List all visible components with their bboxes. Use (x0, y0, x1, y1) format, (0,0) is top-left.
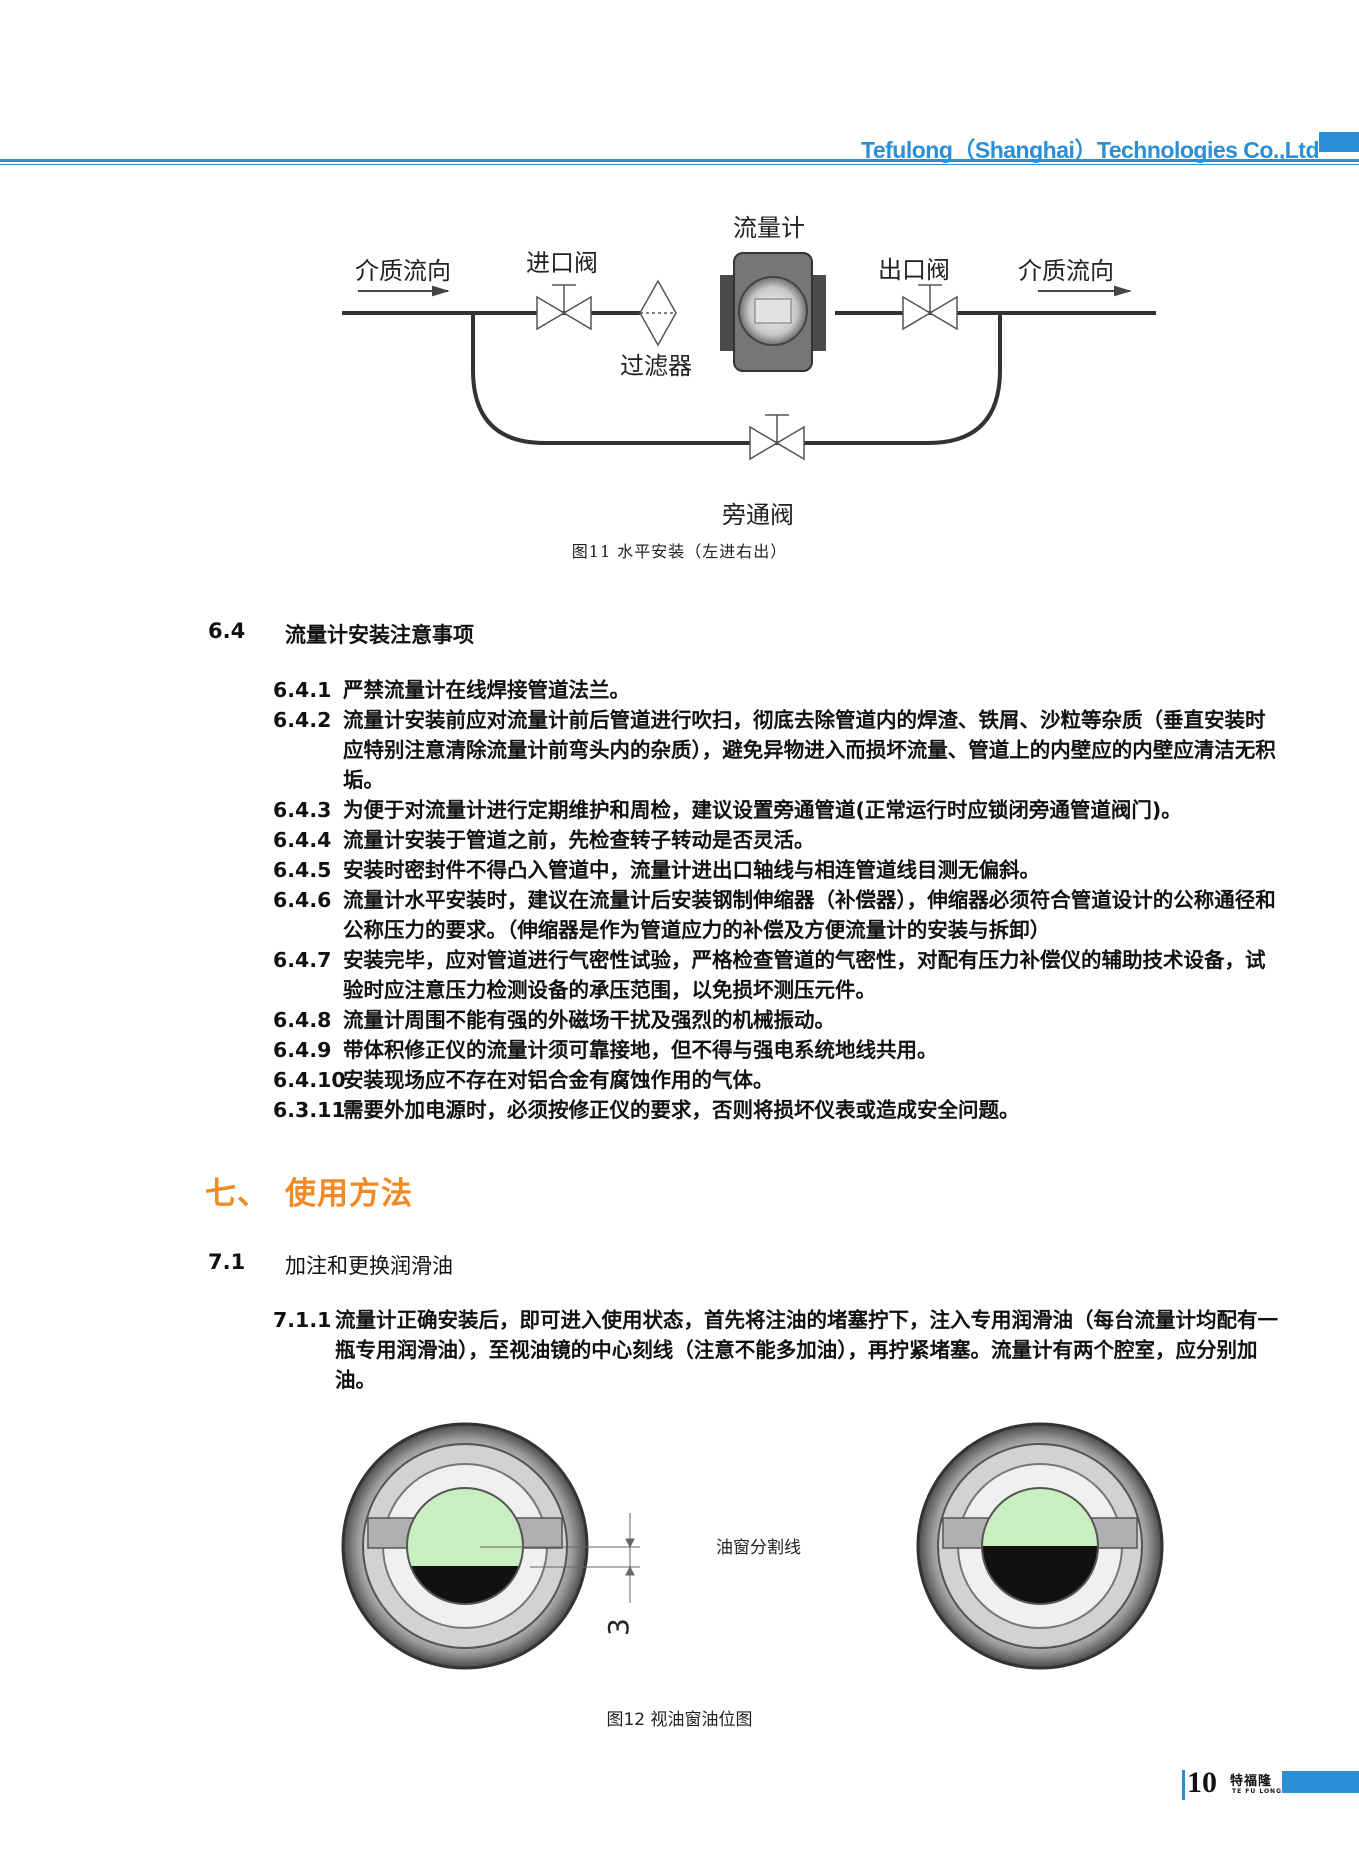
section-7-1-title: 加注和更换润滑油 (285, 1254, 453, 1278)
oil-window-diagram: 3 油窗分割线 (341, 1422, 1164, 1670)
list-item: 6.4.1 严禁流量计在线焊接管道法兰。 (273, 675, 1283, 705)
filter-label: 过滤器 (620, 352, 692, 380)
item-text: 流量计周围不能有强的外磁场干扰及强烈的机械振动。 (343, 1008, 835, 1032)
flowmeter-label: 流量计 (733, 214, 805, 242)
outlet-valve-label: 出口阀 (878, 256, 950, 284)
filter-icon (639, 279, 677, 347)
section-6-4-number: 6.4 (208, 619, 246, 643)
item-text: 安装现场应不存在对铝合金有腐蚀作用的气体。 (343, 1068, 774, 1092)
list-item: 6.4.9 带体积修正仪的流量计须可靠接地，但不得与强电系统地线共用。 (273, 1035, 1283, 1065)
bypass-valve-label: 旁通阀 (722, 501, 794, 529)
list-item: 6.4.8 流量计周围不能有强的外磁场干扰及强烈的机械振动。 (273, 1005, 1283, 1035)
list-item: 6.3.11 需要外加电源时，必须按修正仪的要求，否则将损坏仪表或造成安全问题。 (273, 1095, 1283, 1125)
list-item: 6.4.10 安装现场应不存在对铝合金有腐蚀作用的气体。 (273, 1065, 1283, 1095)
oil-window-left (341, 1422, 589, 1670)
item-text: 需要外加电源时，必须按修正仪的要求，否则将损坏仪表或造成安全问题。 (343, 1098, 1020, 1122)
item-number: 6.4.8 (273, 1008, 332, 1032)
item-text: 流量计安装前应对流量计前后管道进行吹扫，彻底去除管道内的焊渣、铁屑、沙粒等杂质（… (343, 708, 1276, 792)
company-name: Tefulong（Shanghai）Technologies Co.,Ltd (860, 137, 1320, 163)
section-6-4-title: 流量计安装注意事项 (285, 623, 474, 647)
item-text: 严禁流量计在线焊接管道法兰。 (343, 678, 630, 702)
item-number: 6.4.5 (273, 858, 332, 882)
brand-logo-en: TE FU LONG (1232, 1788, 1282, 1795)
list-item: 6.4.3 为便于对流量计进行定期维护和周检，建议设置旁通管道(正常运行时应锁闭… (273, 795, 1283, 825)
page-number: 10 (1187, 1766, 1217, 1799)
outlet-valve-icon (902, 284, 958, 331)
item-number: 6.4.9 (273, 1038, 332, 1062)
chapter-number: 七、 (205, 1176, 269, 1212)
item-text: 为便于对流量计进行定期维护和周检，建议设置旁通管道(正常运行时应锁闭旁通管道阀门… (343, 798, 1182, 822)
item-number: 6.4.3 (273, 798, 332, 822)
oil-divider-label: 油窗分割线 (716, 1538, 801, 1558)
list-item: 6.4.7 安装完毕，应对管道进行气密性试验，严格检查管道的气密性，对配有压力补… (273, 945, 1283, 1005)
figure11-caption: 图11 水平安装（左进右出） (571, 542, 788, 561)
chapter-title: 使用方法 (285, 1176, 413, 1212)
list-item: 6.4.2 流量计安装前应对流量计前后管道进行吹扫，彻底去除管道内的焊渣、铁屑、… (273, 705, 1283, 795)
list-item: 6.4.5 安装时密封件不得凸入管道中，流量计进出口轴线与相连管道线目测无偏斜。 (273, 855, 1283, 885)
figure12-caption: 图12 视油窗油位图 (606, 1710, 753, 1730)
flow-out-label: 介质流向 (1018, 257, 1114, 285)
item-number: 7.1.1 (273, 1308, 332, 1332)
item-text: 带体积修正仪的流量计须可靠接地，但不得与强电系统地线共用。 (343, 1038, 938, 1062)
item-text: 流量计正确安装后，即可进入使用状态，首先将注油的堵塞拧下，注入专用润滑油（每台流… (335, 1308, 1278, 1392)
header-rule-thin (0, 164, 1359, 165)
brand-logo-cn: 特福隆 (1230, 1774, 1273, 1789)
oil-window-right (916, 1422, 1164, 1670)
chapter-heading: 七、 使用方法 (205, 1168, 412, 1213)
inlet-valve-label: 进口阀 (526, 249, 598, 277)
installation-diagram: 介质流向 进口阀 流量计 出口阀 介质流向 过滤器 旁通阀 (342, 214, 1156, 529)
list-item: 6.4.6 流量计水平安装时，建议在流量计后安装钢制伸缩器（补偿器），伸缩器必须… (273, 885, 1283, 945)
inlet-valve-icon (536, 284, 592, 331)
dimension-value: 3 (602, 1618, 635, 1636)
item-number: 6.4.10 (273, 1068, 346, 1092)
list-item: 7.1.1 流量计正确安装后，即可进入使用状态，首先将注油的堵塞拧下，注入专用润… (273, 1305, 1283, 1395)
item-text: 安装时密封件不得凸入管道中，流量计进出口轴线与相连管道线目测无偏斜。 (343, 858, 1040, 882)
list-item: 6.4.4 流量计安装于管道之前，先检查转子转动是否灵活。 (273, 825, 1283, 855)
item-text: 流量计安装于管道之前，先检查转子转动是否灵活。 (343, 828, 815, 852)
bypass-valve-icon (749, 414, 805, 461)
footer-accent-block (1282, 1771, 1359, 1793)
header-accent-bar (1319, 132, 1359, 152)
item-number: 6.4.1 (273, 678, 332, 702)
flowmeter-icon (720, 252, 826, 372)
item-number: 6.4.7 (273, 948, 332, 972)
item-number: 6.4.2 (273, 708, 332, 732)
item-number: 6.4.6 (273, 888, 332, 912)
item-text: 安装完毕，应对管道进行气密性试验，严格检查管道的气密性，对配有压力补偿仪的辅助技… (343, 948, 1266, 1002)
flow-in-label: 介质流向 (355, 257, 451, 285)
bypass-pipe (471, 313, 1002, 445)
item-text: 流量计水平安装时，建议在流量计后安装钢制伸缩器（补偿器），伸缩器必须符合管道设计… (343, 888, 1276, 942)
item-number: 6.3.11 (273, 1098, 346, 1122)
header-rule (0, 159, 1359, 162)
item-number: 6.4.4 (273, 828, 332, 852)
dimension-marker (480, 1513, 640, 1603)
section-7-1-number: 7.1 (208, 1250, 246, 1274)
page-number-bar (1182, 1770, 1185, 1800)
